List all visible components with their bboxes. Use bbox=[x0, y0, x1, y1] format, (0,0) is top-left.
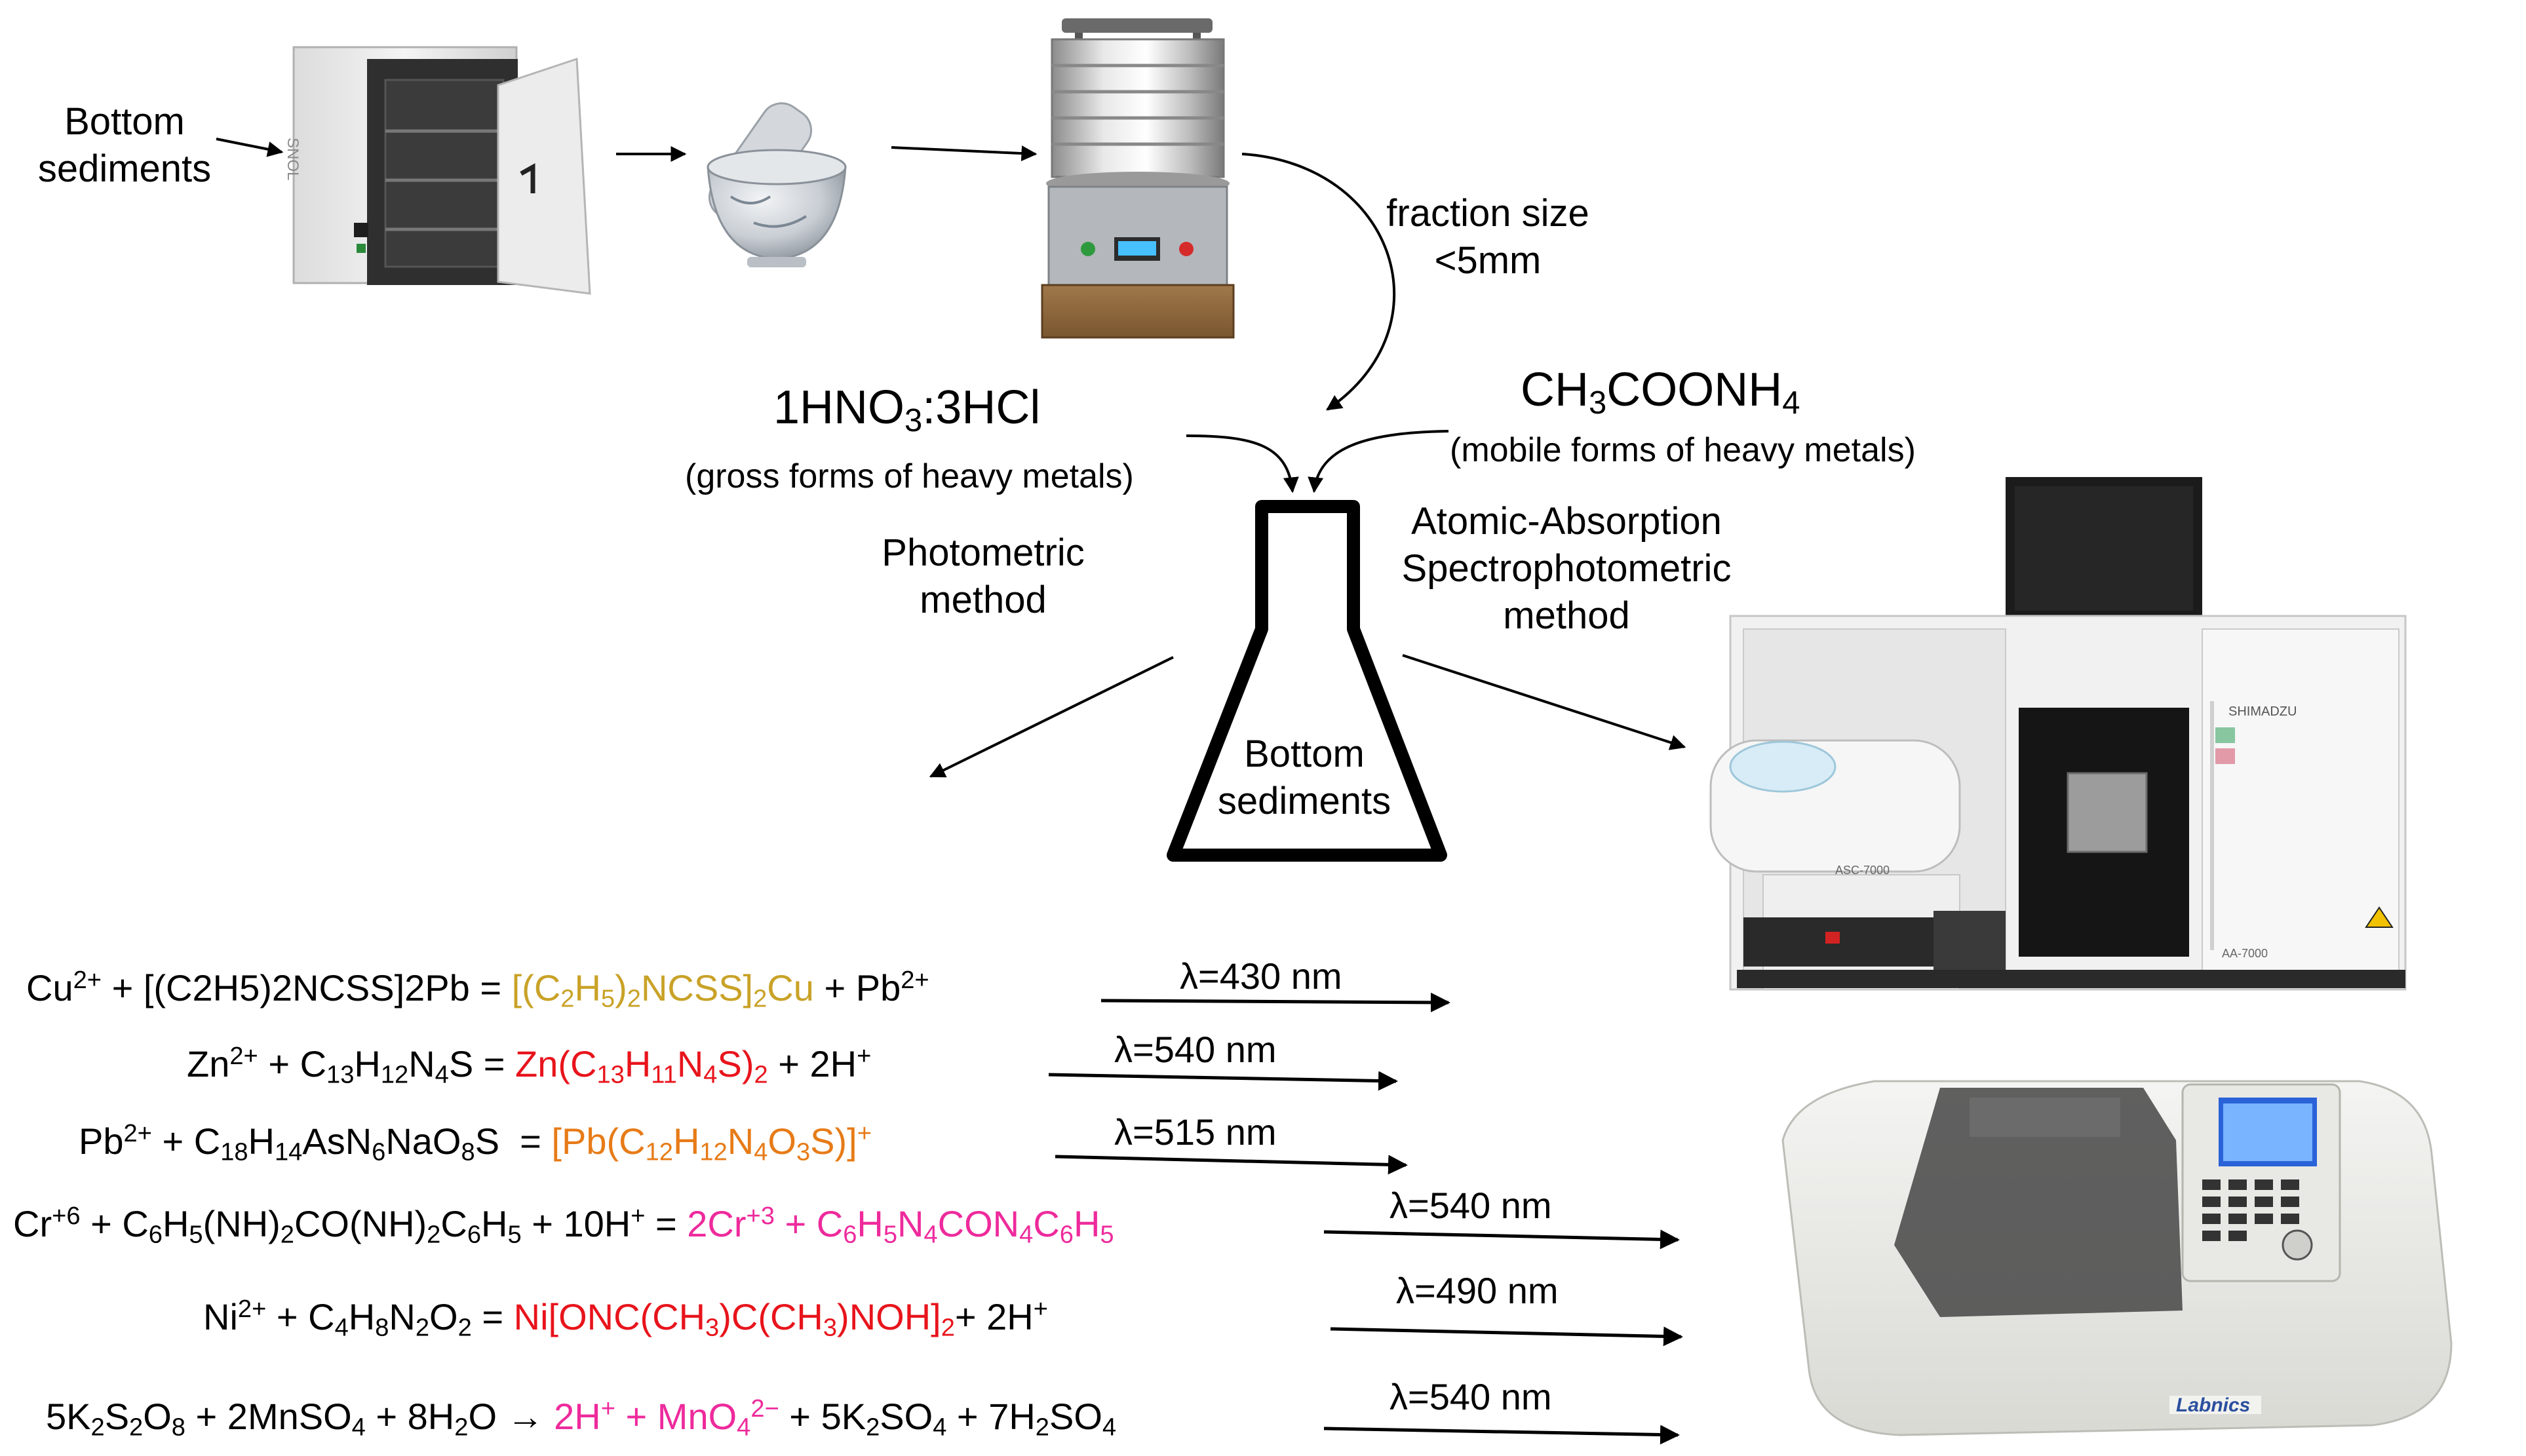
flask-label: Bottom sediments bbox=[1193, 731, 1416, 825]
arrow-to-photometric bbox=[929, 656, 1174, 778]
wavelength-cr: λ=540 nm bbox=[1389, 1185, 1552, 1226]
reagent-gross-note: (gross forms of heavy metals) bbox=[685, 457, 1134, 495]
photometric-line-2: method bbox=[920, 579, 1047, 621]
arrow-mobile-reagent bbox=[1308, 430, 1449, 493]
mortar-pestle-image bbox=[707, 102, 847, 267]
spectrophotometer-image bbox=[1781, 1080, 2453, 1436]
bottom-sediments-line-1: Bottom bbox=[64, 100, 185, 143]
reaction-cu: Cu2+ + [(C2H5)2NCSS]2Pb = [(C2H5)2NCSS]2… bbox=[26, 966, 929, 1013]
aas-instrument-image bbox=[1709, 477, 2407, 991]
arrow-mortar-to-sieve bbox=[891, 145, 1038, 162]
arrow-sieve-to-flask bbox=[1241, 153, 1396, 411]
aas-method-label: Atomic-Absorption Spectrophotometric met… bbox=[1363, 498, 1770, 640]
flask-shape bbox=[1167, 500, 1447, 862]
aas-model-label: AA-7000 bbox=[2222, 947, 2268, 960]
drying-oven-image bbox=[292, 46, 591, 295]
flask-line-1: Bottom bbox=[1244, 733, 1365, 775]
aas-line-2: Spectrophotometric bbox=[1401, 547, 1732, 590]
reaction-pb: Pb2+ + C18H14AsN6NaO8S = [Pb(C12H12N4O3S… bbox=[79, 1119, 872, 1166]
bottom-sediments-line-2: sediments bbox=[37, 147, 212, 190]
arrow-to-aas bbox=[1402, 654, 1686, 750]
aas-line-1: Atomic-Absorption bbox=[1411, 500, 1722, 543]
flask-line-2: sediments bbox=[1217, 780, 1391, 822]
wavelength-mn: λ=540 nm bbox=[1389, 1376, 1552, 1417]
reaction-cr: Cr+6 + C6H5(NH)2CO(NH)2C6H5 + 10H+ = 2Cr… bbox=[13, 1202, 1114, 1249]
oven-brand-label: SNOL bbox=[284, 138, 301, 181]
wavelength-ni: λ=490 nm bbox=[1396, 1270, 1559, 1311]
wavelength-cu: λ=430 nm bbox=[1180, 955, 1342, 997]
wavelength-zn: λ=540 nm bbox=[1114, 1029, 1277, 1070]
reaction-ni: Ni2+ + C4H8N2O2 = Ni[ONC(CH3)C(CH3)NOH]2… bbox=[203, 1295, 1048, 1342]
fraction-size-label: fraction size <5mm bbox=[1350, 190, 1625, 284]
fraction-size-line-2: <5mm bbox=[1434, 239, 1542, 282]
aas-brand-label: SHIMADZU bbox=[2228, 704, 2297, 719]
reagent-gross-formula: 1HNO3:3HCl bbox=[773, 381, 1041, 439]
photometric-line-1: Photometric bbox=[882, 531, 1085, 574]
arrow-gross-reagent bbox=[1186, 434, 1299, 493]
fraction-size-line-1: fraction size bbox=[1386, 192, 1589, 235]
reaction-mn: 5K2S2O8 + 2MnSO4 + 8H2O → 2H+ + MnO42− +… bbox=[46, 1394, 1117, 1442]
reaction-zn: Zn2+ + C13H12N4S = Zn(C13H11N4S)2 + 2H+ bbox=[187, 1042, 872, 1089]
spectro-brand-label: Labnics bbox=[2176, 1394, 2251, 1416]
photometric-method-label: Photometric method bbox=[839, 529, 1127, 624]
aas-autosampler-label: ASC-7000 bbox=[1835, 864, 1890, 877]
bottom-sediments-input-label: Bottom sediments bbox=[26, 98, 223, 193]
wavelength-pb: λ=515 nm bbox=[1114, 1111, 1277, 1153]
sieve-shaker-image bbox=[1041, 18, 1235, 339]
reagent-mobile-formula: CH3COONH4 bbox=[1521, 364, 1800, 421]
arrow-sediments-to-oven bbox=[216, 138, 284, 157]
aas-line-3: method bbox=[1503, 594, 1630, 637]
reagent-mobile-note: (mobile forms of heavy metals) bbox=[1450, 431, 1916, 469]
